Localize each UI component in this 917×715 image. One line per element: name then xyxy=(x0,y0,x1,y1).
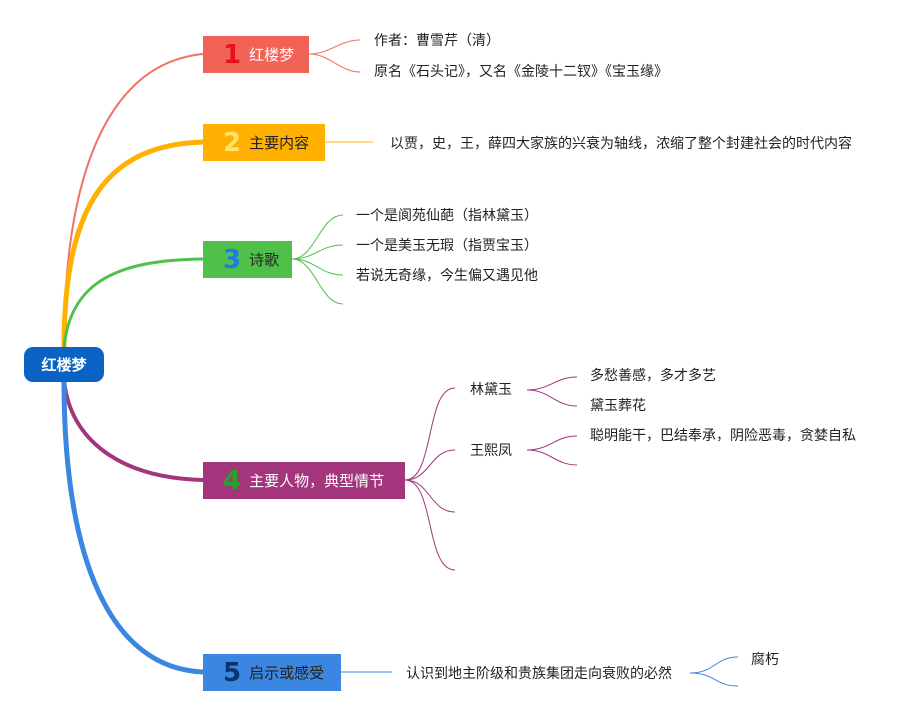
branch-number: 5 xyxy=(223,657,242,688)
link-b4-empty-2 xyxy=(404,479,456,571)
branch-4[interactable]: 4 主要人物，典型情节 xyxy=(203,462,405,499)
link-b5-subleaf-1 xyxy=(689,656,739,674)
link-root-branch-5 xyxy=(61,379,204,675)
leaf-text[interactable]: 一个是阆苑仙葩（指林黛玉） xyxy=(356,208,538,224)
branch-label: 主要内容 xyxy=(249,134,310,152)
link-char2-trait-2 xyxy=(526,449,578,466)
link-b3-leaf-1 xyxy=(291,214,344,260)
branch-5[interactable]: 5 启示或感受 xyxy=(203,654,341,691)
link-root-branch-2 xyxy=(61,139,204,349)
leaf-text[interactable]: 原名《石头记》，又名《金陵十二钗》《宝玉缘》 xyxy=(374,64,668,80)
branch-label: 主要人物，典型情节 xyxy=(249,472,385,490)
trait-text[interactable]: 多愁善感，多才多艺 xyxy=(590,368,716,384)
link-root-branch-3 xyxy=(62,257,204,349)
leaf-text[interactable]: 作者：曹雪芹（清） xyxy=(374,33,500,49)
branch-number: 4 xyxy=(223,465,242,496)
link-char1-trait-2 xyxy=(526,389,578,407)
branch-number: 3 xyxy=(223,244,242,275)
link-char2-trait-1 xyxy=(526,435,578,451)
link-root-branch-4 xyxy=(62,379,204,482)
branch-label: 诗歌 xyxy=(249,251,280,269)
branch-2[interactable]: 2 主要内容 xyxy=(203,124,325,161)
link-b4-char-2 xyxy=(404,449,456,481)
leaf-text[interactable]: 若说无奇缘，今生偏又遇见他 xyxy=(356,268,538,284)
link-b3-leaf-2 xyxy=(291,244,344,260)
root-node[interactable]: 红楼梦 xyxy=(24,347,104,382)
link-b4-empty-1 xyxy=(404,479,456,513)
branch-number: 2 xyxy=(223,127,242,158)
link-b4-char-1 xyxy=(404,387,456,481)
link-root-branch-1 xyxy=(63,53,204,349)
branch-label: 启示或感受 xyxy=(249,664,325,682)
link-char1-trait-1 xyxy=(526,376,578,391)
branch-label: 红楼梦 xyxy=(249,46,295,64)
leaf-text[interactable]: 一个是美玉无瑕（指贾宝玉） xyxy=(356,238,538,254)
link-b3-leaf-4 xyxy=(291,258,344,305)
trait-text[interactable]: 聪明能干，巴结奉承，阴险恶毒，贪婪自私 xyxy=(590,428,856,444)
root-label: 红楼梦 xyxy=(41,356,87,374)
link-b1-leaf-2 xyxy=(308,53,361,73)
character-name[interactable]: 林黛玉 xyxy=(470,382,512,398)
branch-3[interactable]: 3 诗歌 xyxy=(203,241,292,278)
branch-number: 1 xyxy=(223,39,242,70)
link-b5-subleaf-2 xyxy=(689,672,739,687)
link-b1-leaf-1 xyxy=(308,39,361,55)
trait-text[interactable]: 黛玉葬花 xyxy=(590,398,646,414)
subleaf-text[interactable]: 腐朽 xyxy=(751,652,779,668)
character-name[interactable]: 王熙凤 xyxy=(470,443,512,459)
leaf-text[interactable]: 认识到地主阶级和贵族集团走向衰败的必然 xyxy=(406,666,672,682)
branch-1[interactable]: 1 红楼梦 xyxy=(203,36,309,73)
leaf-text[interactable]: 以贾，史，王，薛四大家族的兴衰为轴线，浓缩了整个封建社会的时代内容 xyxy=(390,136,852,152)
